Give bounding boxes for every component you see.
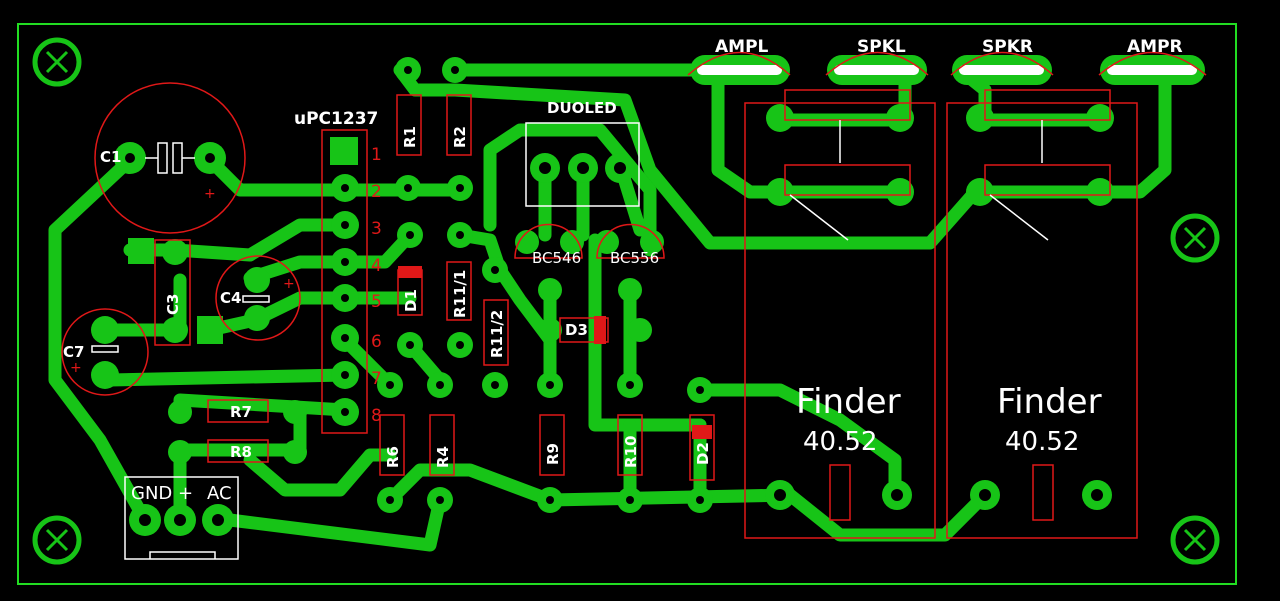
ic-pin-6: 6 bbox=[371, 332, 382, 352]
bc546-label: BC546 bbox=[532, 249, 581, 267]
gnd-label: GND bbox=[131, 483, 172, 504]
svg-text:+: + bbox=[204, 186, 216, 202]
spkl-label: SPKL bbox=[857, 37, 906, 57]
r1-label: R1 bbox=[401, 126, 419, 148]
c3-label: C3 bbox=[164, 294, 182, 315]
r7-label: R7 bbox=[230, 403, 252, 421]
c7-label: C7 bbox=[63, 343, 84, 361]
component-outlines bbox=[61, 51, 1207, 539]
ic-label: uPC1237 bbox=[294, 109, 378, 129]
r10-label: R10 bbox=[622, 436, 640, 468]
d2-label: D2 bbox=[694, 442, 712, 465]
ac-label: AC bbox=[207, 483, 232, 504]
pad-holes bbox=[125, 66, 1103, 526]
ampl-label: AMPL bbox=[715, 37, 769, 57]
mounting-holes bbox=[32, 37, 1220, 565]
spkr-label: SPKR bbox=[982, 37, 1033, 57]
r4-label: R4 bbox=[434, 446, 452, 468]
board-edge bbox=[17, 23, 1237, 585]
relay-right-model: 40.52 bbox=[1005, 427, 1079, 457]
r9-label: R9 bbox=[544, 443, 562, 465]
ic-pin-7: 7 bbox=[371, 369, 382, 389]
polarity-marks: + + + bbox=[70, 186, 295, 376]
mounting-hole-cross-icons bbox=[45, 50, 1207, 552]
ic-pin-4: 4 bbox=[371, 256, 382, 276]
ic-pin-2: 2 bbox=[371, 182, 382, 202]
r11-1-label: R11/1 bbox=[451, 270, 469, 318]
ic-pin-8: 8 bbox=[371, 406, 382, 426]
plus-label: + bbox=[178, 483, 193, 504]
diode-bands bbox=[398, 266, 712, 439]
d1-label: D1 bbox=[402, 289, 420, 312]
d3-label: D3 bbox=[565, 321, 588, 339]
duoled-label: DUOLED bbox=[547, 99, 617, 117]
r2-label: R2 bbox=[451, 126, 469, 148]
bc556-label: BC556 bbox=[610, 249, 659, 267]
slot-holes bbox=[697, 65, 1197, 75]
relay-left-brand: Finder bbox=[796, 382, 901, 422]
relay-right-brand: Finder bbox=[997, 382, 1102, 422]
silkscreen bbox=[91, 120, 1049, 560]
c4-label: C4 bbox=[220, 289, 241, 307]
r11-2-label: R11/2 bbox=[488, 310, 506, 358]
ampr-label: AMPR bbox=[1127, 37, 1183, 57]
copper-traces bbox=[48, 63, 1172, 552]
c1-label: C1 bbox=[100, 148, 121, 166]
ic-pin-3: 3 bbox=[371, 219, 382, 239]
r6-label: R6 bbox=[384, 446, 402, 468]
ic-pin-1: 1 bbox=[371, 145, 382, 165]
svg-text:+: + bbox=[283, 276, 295, 292]
relay-left-model: 40.52 bbox=[803, 427, 877, 457]
svg-text:+: + bbox=[70, 360, 82, 376]
labels: uPC1237 1 2 3 4 5 6 7 8 AMPL SPKL SPKR A… bbox=[63, 37, 1183, 504]
r8-label: R8 bbox=[230, 443, 252, 461]
ic-pin-5: 5 bbox=[371, 292, 382, 312]
